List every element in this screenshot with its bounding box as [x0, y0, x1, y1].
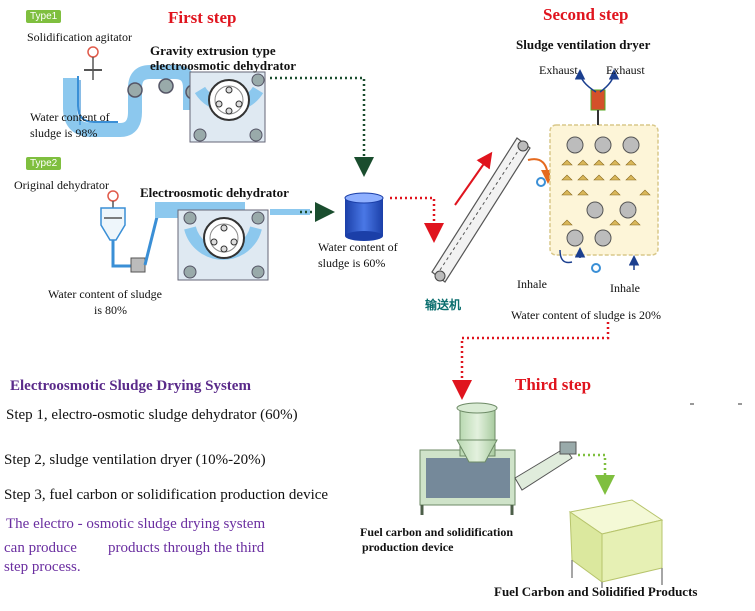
- exhaust-left-label: Exhaust: [539, 63, 578, 77]
- dryer-machine: [549, 69, 659, 273]
- original-dehydrator-label: Original dehydrator: [14, 178, 109, 192]
- system-desc-3: step process.: [4, 559, 81, 575]
- type2-machine: [100, 190, 310, 281]
- type2-tag: Type2: [26, 157, 62, 170]
- type1-water-2: sludge is 98%: [30, 126, 98, 140]
- tank-water-2: sludge is 60%: [318, 256, 386, 270]
- type1-machine-label-2: electroosmotic dehydrator: [150, 58, 296, 73]
- type2-water-1: Water content of sludge: [48, 287, 162, 301]
- type1-tag: Type1: [26, 10, 62, 23]
- type2-water-2: is 80%: [94, 303, 127, 317]
- agitator-label: Solidification agitator: [27, 30, 132, 44]
- type1-machine-label-1: Gravity extrusion type: [150, 43, 276, 58]
- storage-tank: [344, 192, 384, 241]
- inhale-right-label: Inhale: [610, 281, 640, 295]
- third-step-title: Third step: [515, 375, 592, 394]
- type1-water-1: Water content of: [30, 110, 110, 124]
- conveyor-machine: [431, 137, 555, 283]
- system-step-3: Step 3, fuel carbon or solidification pr…: [4, 487, 329, 503]
- system-step-2: Step 2, sludge ventilation dryer (10%-20…: [4, 452, 266, 468]
- tank-water-1: Water content of: [318, 240, 398, 254]
- production-device: [419, 402, 577, 515]
- system-step-1: Step 1, electro-osmotic sludge dehydrato…: [6, 407, 298, 423]
- type2-machine-label: Electroosmotic dehydrator: [140, 185, 289, 200]
- conveyor-label: 输送机: [425, 298, 462, 312]
- device-label-2: production device: [362, 540, 454, 554]
- system-desc-2a: can produce: [4, 540, 77, 556]
- exhaust-right-label: Exhaust: [606, 63, 645, 77]
- type1-machine: [63, 46, 266, 143]
- products-label: Fuel Carbon and Solidified Products: [494, 584, 698, 599]
- dryer-water-label: Water content of sludge is 20%: [511, 308, 661, 322]
- dryer-title: Sludge ventilation dryer: [516, 37, 651, 52]
- second-step-title: Second step: [543, 5, 629, 24]
- inhale-left-label: Inhale: [517, 277, 547, 291]
- first-step-title: First step: [168, 8, 237, 27]
- system-desc-1: The electro - osmotic sludge drying syst…: [6, 516, 266, 532]
- device-label-1: Fuel carbon and solidification: [360, 525, 514, 539]
- system-title: Electroosmotic Sludge Drying System: [10, 378, 251, 394]
- system-desc-2b: products through the third: [108, 540, 265, 556]
- products-bin: [568, 499, 664, 588]
